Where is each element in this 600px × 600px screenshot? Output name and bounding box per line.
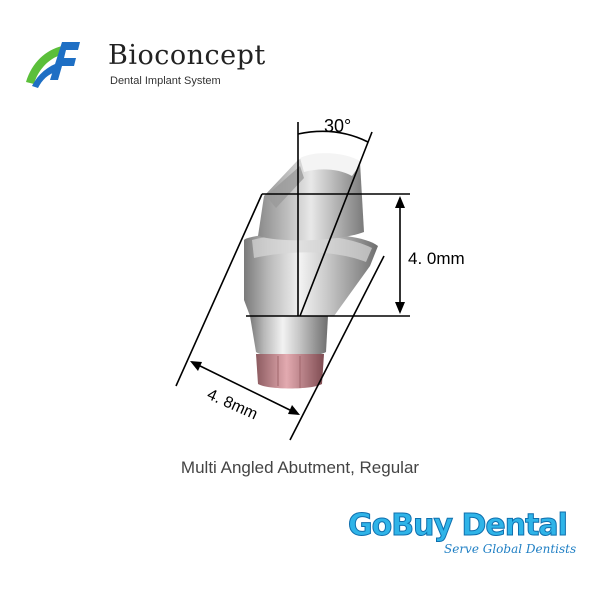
brand-block: Bioconcept Dental Implant System xyxy=(22,38,282,98)
shop-logo: GoBuy Dental Serve Global Dentists xyxy=(348,508,578,568)
dimension-lines xyxy=(175,122,410,441)
height-label: 4. 0mm xyxy=(408,249,465,268)
bioconcept-logo-icon xyxy=(26,42,80,88)
abutment-body xyxy=(244,233,378,316)
product-caption: Multi Angled Abutment, Regular xyxy=(180,458,420,477)
brand-name: Bioconcept xyxy=(108,40,266,71)
shop-tagline: Serve Global Dentists xyxy=(444,542,577,556)
abutment-angled-top xyxy=(258,153,364,241)
abutment-collar xyxy=(250,316,328,357)
abutment-hex xyxy=(256,354,324,389)
angle-label: 30° xyxy=(324,116,351,136)
brand-tagline: Dental Implant System xyxy=(110,75,221,87)
shop-name: GoBuy Dental xyxy=(348,508,569,544)
